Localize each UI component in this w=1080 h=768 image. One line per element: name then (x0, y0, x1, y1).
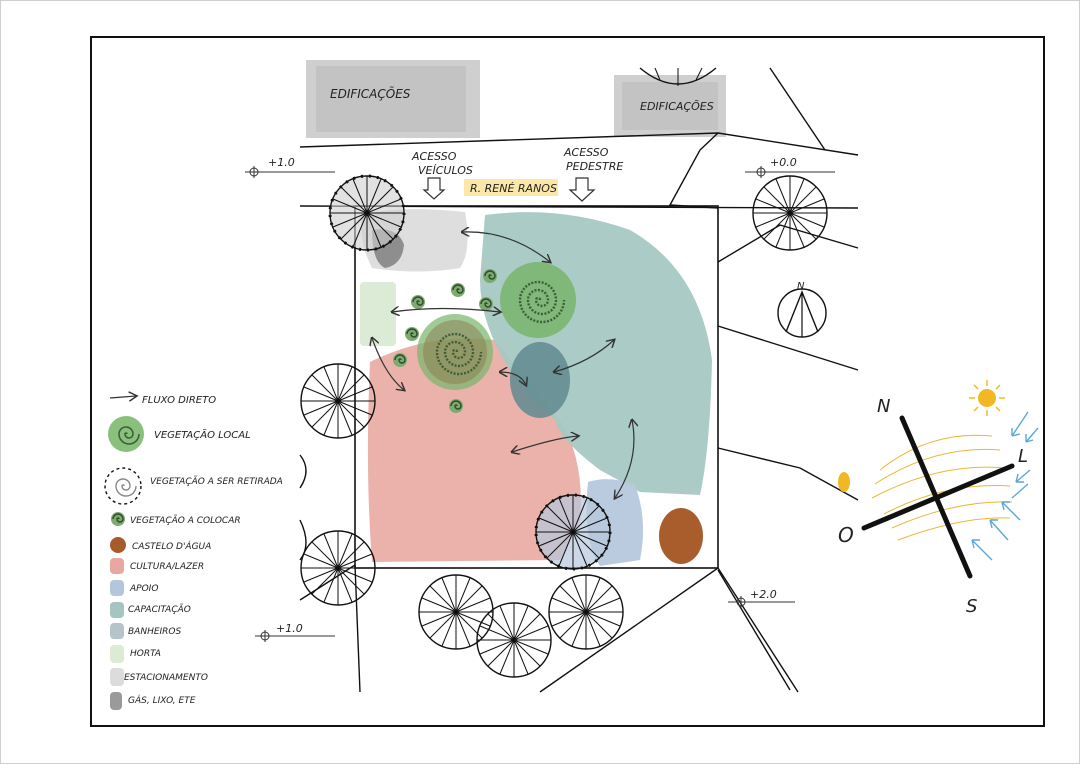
legend-label: GÁS, LIXO, ETE (128, 694, 196, 706)
compass-east-label: L (1018, 446, 1028, 467)
tree-bottom-2 (476, 602, 552, 678)
shrub-4 (478, 296, 494, 312)
access-pedestrian-line1: ACESSO (563, 146, 609, 159)
legend-item-cultura: CULTURA/LAZER (110, 558, 204, 574)
shrub-5 (404, 326, 420, 342)
building-label-left: EDIFICAÇÕES (330, 86, 411, 101)
legend-item-veg-retirada: VEGETAÇÃO A SER RETIRADA (104, 467, 283, 505)
level-bottom-right-text: +2.0 (750, 588, 777, 601)
level-top-right: +0.0 (745, 156, 835, 178)
legend-item-castelo: CASTELO D'ÁGUA (110, 537, 211, 553)
legend-item-capacitacao: CAPACITAÇÃO (110, 602, 191, 618)
zone-castelo-dagua (659, 508, 703, 564)
legend-label: HORTA (130, 649, 161, 659)
compass-south-label: S (966, 596, 977, 617)
legend-label: ESTACIONAMENTO (124, 673, 208, 683)
access-pedestrian-line2: PEDESTRE (566, 160, 623, 173)
access-vehicles-line1: ACESSO (411, 150, 457, 163)
shrub-3 (482, 268, 498, 284)
legend-item-horta: HORTA (110, 645, 161, 663)
level-bottom-left: +1.0 (255, 622, 335, 642)
legend-item-fluxo: FLUXO DIRETO (109, 395, 216, 406)
legend-item-apoio: APOIO (110, 580, 158, 596)
vegetation-local-1 (500, 262, 576, 338)
tree-left-1 (300, 363, 376, 439)
legend-label: APOIO (129, 584, 158, 594)
tree-removed-bottom (534, 493, 612, 571)
zone-banheiros (510, 342, 570, 418)
access-vehicles-line2: VEÍCULOS (418, 164, 473, 177)
legend-label: FLUXO DIRETO (142, 395, 216, 406)
level-bottom-right: +2.0 (728, 588, 795, 608)
building-block-left: EDIFICAÇÕES (306, 60, 480, 138)
compass-north-label: N (877, 396, 890, 417)
legend-label: VEGETAÇÃO A SER RETIRADA (150, 476, 283, 487)
legend-label: CULTURA/LAZER (130, 562, 204, 572)
lot-boundary (354, 205, 719, 569)
building-label-right: EDIFICAÇÕES (640, 100, 714, 113)
access-vehicles-arrow (422, 177, 446, 200)
tree-partial-top (639, 67, 717, 86)
sun-icon (969, 380, 1005, 416)
zone-horta (360, 282, 396, 346)
flow-arrows (372, 232, 634, 498)
north-arrow-label: N (797, 281, 805, 292)
building-block-right: EDIFICAÇÕES (614, 75, 726, 137)
access-pedestrian-arrow (568, 177, 596, 202)
tree-bottom-1 (418, 574, 494, 650)
compass-diagram: N S L O (838, 380, 1039, 617)
drawing-frame (90, 36, 1045, 727)
street-name: R. RENÉ RANOS (470, 182, 557, 195)
vegetation-local-2 (417, 314, 493, 390)
tree-removed-top (328, 174, 406, 252)
legend-item-veg-local: VEGETAÇÃO LOCAL (108, 416, 251, 452)
tree-bottom-3 (548, 574, 624, 650)
legend-item-veg-colocar: VEGETAÇÃO A COLOCAR (110, 511, 241, 527)
shrub-7 (448, 398, 464, 414)
legend: FLUXO DIRETO VEGETAÇÃO LOCAL VEGETAÇÃO A… (104, 395, 283, 710)
legend-label: CAPACITAÇÃO (128, 604, 191, 615)
level-top-left-text: +1.0 (268, 156, 295, 169)
legend-label: VEGETAÇÃO LOCAL (154, 428, 251, 441)
sun-path-lines (871, 434, 1013, 541)
legend-item-gas: GÁS, LIXO, ETE (110, 692, 196, 710)
legend-label: CASTELO D'ÁGUA (132, 540, 211, 552)
legend-label: VEGETAÇÃO A COLOCAR (130, 515, 241, 526)
sunset-icon (838, 472, 850, 492)
legend-item-estacionamento: ESTACIONAMENTO (110, 668, 208, 686)
compass-west-label: O (838, 523, 854, 547)
wind-arrows-icon (971, 411, 1039, 561)
legend-item-banheiros: BANHEIROS (110, 623, 182, 639)
street-highlight (464, 179, 558, 196)
legend-label: BANHEIROS (128, 627, 182, 637)
tree-partial-left (299, 454, 307, 561)
tree-left-2 (300, 530, 376, 606)
level-top-right-text: +0.0 (770, 156, 797, 169)
shrub-6 (392, 352, 408, 368)
level-top-left: +1.0 (245, 156, 335, 178)
north-arrow-icon: N (777, 281, 827, 338)
shrub-2 (450, 282, 466, 298)
shrub-1 (410, 294, 426, 310)
tree-top-right (752, 175, 828, 251)
level-bottom-left-text: +1.0 (276, 622, 303, 635)
